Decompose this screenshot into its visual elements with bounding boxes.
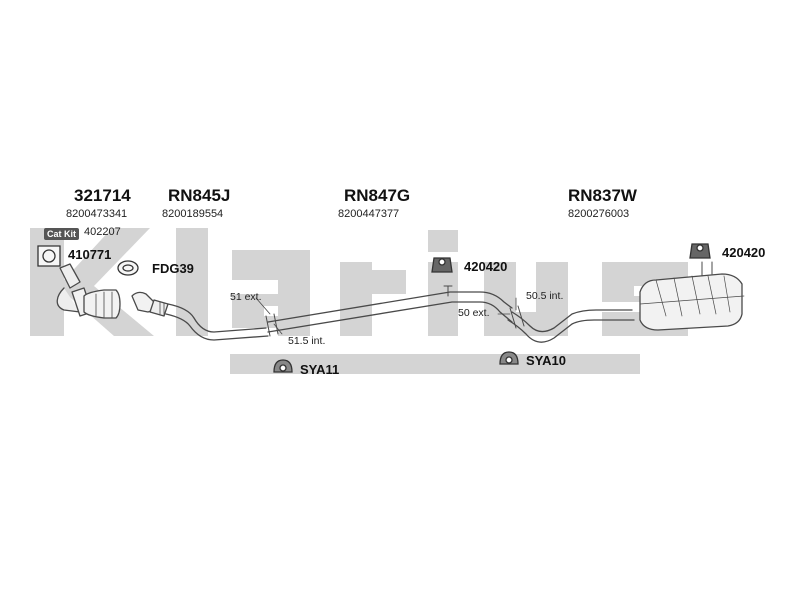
accessory-label-fdg39: FDG39 [152, 261, 194, 276]
dimension-50-ext: 50 ext. [458, 307, 490, 319]
gasket-icon [37, 245, 61, 267]
accessory-label-410771: 410771 [68, 247, 112, 262]
clamp-icon [273, 359, 293, 373]
part-code-321714: 321714 [74, 186, 131, 205]
dimension-51-5-int: 51.5 int. [288, 335, 326, 347]
oem-number-rn845j: 8200189554 [162, 208, 224, 220]
cat-kit-badge: Cat Kit [44, 228, 79, 240]
oem-number-321714: 8200473341 [66, 208, 128, 220]
dimension-leaders [255, 297, 517, 335]
accessory-label-420420-mid: 420420 [464, 259, 508, 274]
catalyst-part [56, 263, 121, 319]
part-code-rn837w: RN837W [568, 186, 637, 205]
rubber-mount-icon [689, 243, 711, 259]
ring-gasket-icon [117, 260, 139, 276]
accessory-label-sya10: SYA10 [526, 353, 566, 368]
front-pipe-part [131, 291, 269, 341]
accessory-label-sya11: SYA11 [300, 362, 340, 377]
dimension-50-5-int: 50.5 int. [526, 290, 564, 302]
joint-markers [265, 305, 525, 337]
part-code-rn847g: RN847G [344, 186, 411, 205]
oem-number-rn847g: 8200447377 [338, 208, 400, 220]
rubber-mount-icon [431, 257, 453, 273]
part-code-rn845j: RN845J [168, 186, 231, 205]
oem-number-rn837w: 8200276003 [568, 208, 630, 220]
accessory-label-420420-right: 420420 [722, 245, 766, 260]
dimension-51-ext: 51 ext. [230, 291, 262, 303]
rear-silencer-part [507, 261, 745, 343]
middle-pipe-part [267, 285, 513, 333]
clamp-icon [499, 351, 519, 365]
cat-kit-number: 402207 [84, 226, 121, 238]
